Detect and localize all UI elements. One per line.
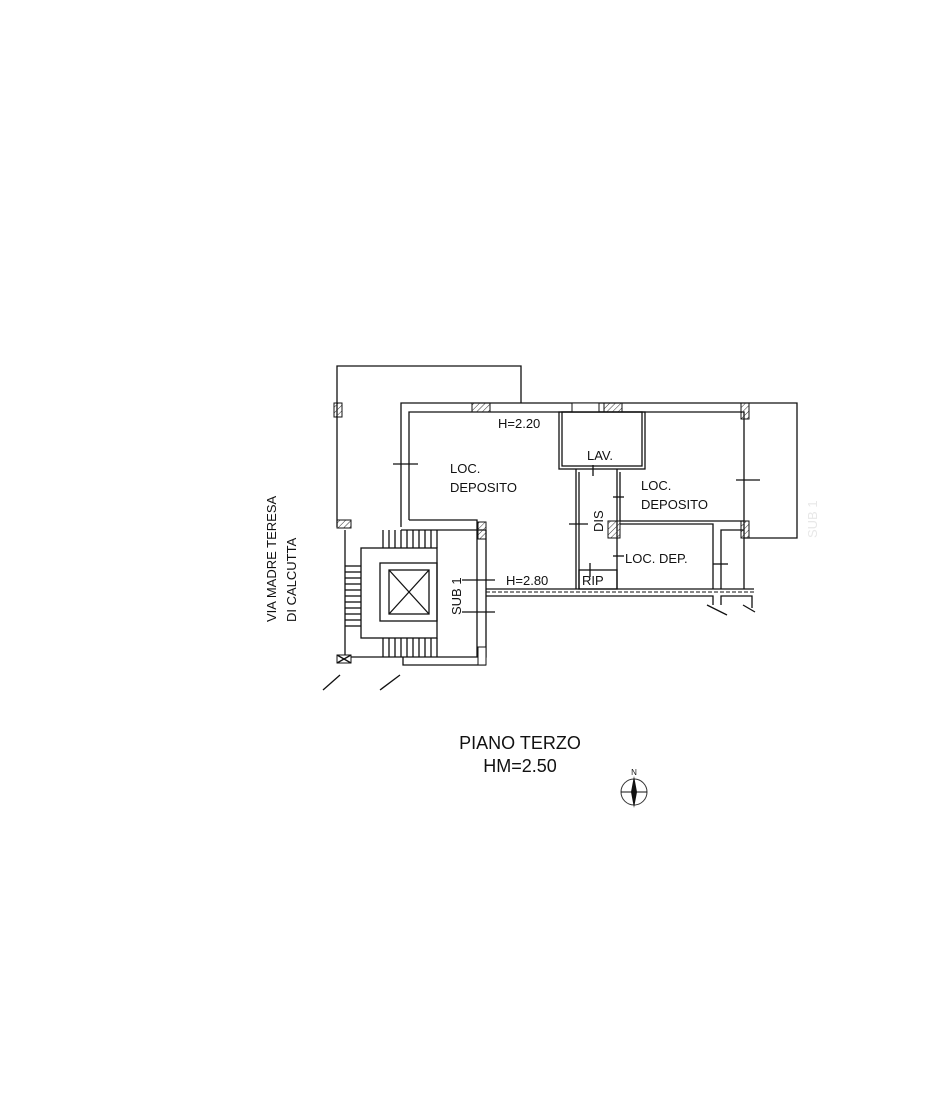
street-label-line1: VIA MADRE TERESA xyxy=(264,495,279,622)
plan-title: PIANO TERZO xyxy=(459,733,581,753)
terrace-outline xyxy=(333,365,522,527)
room-right-deposit-line2: DEPOSITO xyxy=(641,497,708,512)
room-left-deposit-line1: LOC. xyxy=(450,461,480,476)
room-left-deposit-line2: DEPOSITO xyxy=(450,480,517,495)
compass-icon: N xyxy=(620,768,648,808)
sub-label: SUB 1 xyxy=(449,577,464,615)
height-label-2-80: H=2.80 xyxy=(506,573,548,588)
street-label-line2: DI CALCUTTA xyxy=(284,537,299,622)
height-label-2-20: H=2.20 xyxy=(498,416,540,431)
room-lav: LAV. xyxy=(587,448,613,463)
room-loc-dep: LOC. DEP. xyxy=(625,551,688,566)
room-dis: DIS xyxy=(591,510,606,532)
building-walls xyxy=(393,402,798,616)
sub-label-faint: SUB 1 xyxy=(805,500,820,538)
room-right-deposit-line1: LOC. xyxy=(641,478,671,493)
average-height: HM=2.50 xyxy=(483,756,557,776)
compass-north-label: N xyxy=(631,768,637,777)
stairwell xyxy=(322,519,495,691)
room-rip: RIP xyxy=(582,573,604,588)
